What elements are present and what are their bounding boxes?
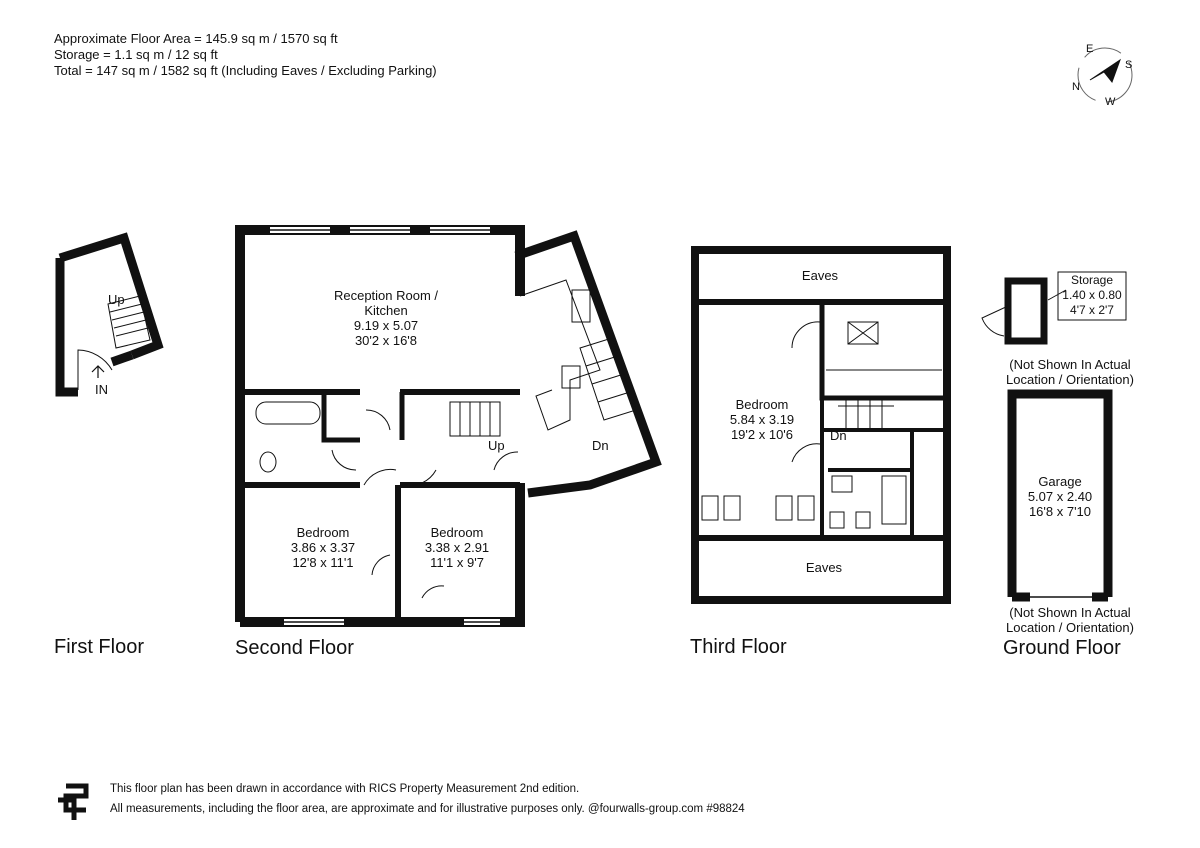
room-imperial: 16'8 x 7'10 [1028, 504, 1092, 519]
room-metric: 5.07 x 2.40 [1027, 489, 1093, 504]
room-name: Reception Room / [333, 288, 439, 303]
room-name: Kitchen [364, 303, 408, 318]
floor-area-summary: Approximate Floor Area = 145.9 sq m / 15… [54, 31, 437, 79]
garage-plan [1007, 389, 1113, 602]
storage-label: Storage 1.40 x 0.80 4'7 x 2'7 [1058, 273, 1126, 318]
storage-area-line: Storage = 1.1 sq m / 12 sq ft [54, 47, 218, 62]
note-line: Location / Orientation) [1006, 620, 1134, 635]
room-metric: 9.19 x 5.07 [353, 318, 419, 333]
eaves-bottom-label: Eaves [805, 560, 843, 575]
note-line: (Not Shown In Actual [1009, 605, 1131, 620]
room-metric: 3.38 x 2.91 [424, 540, 490, 555]
room-metric: 5.84 x 3.19 [729, 412, 795, 427]
room-metric: 1.40 x 0.80 [1062, 288, 1122, 302]
compass-w: W [1105, 96, 1116, 108]
rics-statement: This floor plan has been drawn in accord… [110, 783, 580, 795]
room-imperial: 19'2 x 10'6 [730, 427, 794, 442]
room-imperial: 12'8 x 11'1 [292, 555, 354, 570]
disclaimer-statement: All measurements, including the floor ar… [110, 803, 745, 815]
first-floor-label: First Floor [54, 636, 144, 658]
bedroom-1-label: Bedroom 3.86 x 3.37 12'8 x 11'1 [268, 525, 378, 570]
room-name: Bedroom [735, 397, 789, 412]
garage-location-note: (Not Shown In Actual Location / Orientat… [1002, 605, 1138, 635]
room-imperial: 4'7 x 2'7 [1070, 303, 1114, 317]
room-name: Garage [1038, 474, 1082, 489]
floor-area-line: Approximate Floor Area = 145.9 sq m / 15… [54, 31, 338, 46]
first-floor-up: Up [108, 292, 125, 307]
room-name: Bedroom [296, 525, 350, 540]
ground-floor-label: Ground Floor [1003, 637, 1121, 659]
compass-n: N [1072, 81, 1080, 93]
garage-label: Garage 5.07 x 2.40 16'8 x 7'10 [1016, 474, 1104, 519]
note-line: (Not Shown In Actual [1009, 357, 1131, 372]
first-floor-in: IN [95, 382, 108, 397]
reception-room-label: Reception Room / Kitchen 9.19 x 5.07 30'… [316, 288, 456, 348]
compass-s: S [1125, 59, 1133, 71]
third-floor-dn: Dn [830, 428, 847, 443]
room-metric: 3.86 x 3.37 [290, 540, 356, 555]
third-floor-bedroom-label: Bedroom 5.84 x 3.19 19'2 x 10'6 [712, 397, 812, 442]
room-name: Storage [1070, 273, 1114, 287]
storage-location-note: (Not Shown In Actual Location / Orientat… [1002, 357, 1138, 387]
second-floor-dn: Dn [592, 438, 609, 453]
room-imperial: 30'2 x 16'8 [354, 333, 418, 348]
compass-icon [1077, 47, 1133, 103]
room-name: Bedroom [430, 525, 484, 540]
total-area-line: Total = 147 sq m / 1582 sq ft (Including… [54, 63, 437, 78]
compass-e: E [1086, 43, 1094, 55]
room-imperial: 11'1 x 9'7 [430, 555, 484, 570]
third-floor-plan [691, 246, 951, 604]
storage-plan [981, 271, 1127, 345]
note-line: Location / Orientation) [1006, 372, 1134, 387]
first-floor-plan [55, 232, 164, 397]
second-floor-up: Up [488, 438, 505, 453]
second-floor-plan [235, 225, 662, 627]
fourwalls-logo-icon [58, 783, 89, 820]
second-floor-label: Second Floor [235, 637, 354, 659]
third-floor-label: Third Floor [690, 636, 787, 658]
bedroom-2-label: Bedroom 3.38 x 2.91 11'1 x 9'7 [402, 525, 512, 570]
eaves-top-label: Eaves [801, 268, 839, 283]
